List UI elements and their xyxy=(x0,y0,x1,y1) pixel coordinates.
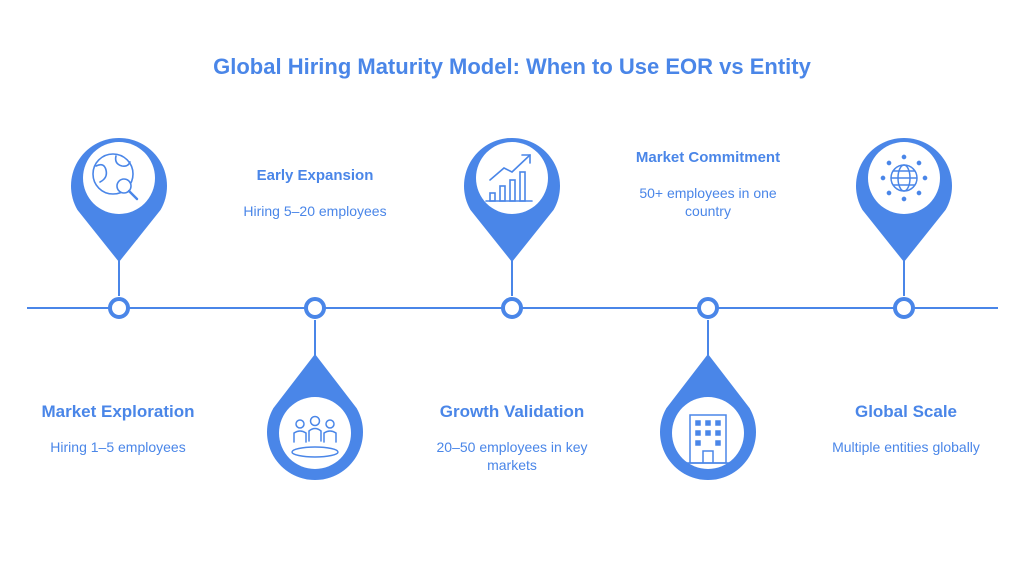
stage-4-name: Market Commitment xyxy=(635,149,781,166)
stage-3-node xyxy=(501,297,523,319)
stage-2-description: Hiring 5–20 employees xyxy=(243,203,387,219)
stage-4-node xyxy=(697,297,719,319)
page-title: Global Hiring Maturity Model: When to Us… xyxy=(213,54,811,79)
stage-3-label: Growth Validation 20–50 employees in key… xyxy=(412,402,612,474)
stage-3-pin xyxy=(463,137,560,296)
stage-3-description: 20–50 employees in key markets xyxy=(436,439,588,473)
stage-5-name: Global Scale xyxy=(854,402,958,421)
growth-chart-icon xyxy=(485,154,533,202)
stage-5-pin xyxy=(856,137,952,296)
stage-1-name: Market Exploration xyxy=(41,402,195,421)
stage-1-node xyxy=(108,297,130,319)
team-people-icon xyxy=(291,415,339,458)
stage-1-pin xyxy=(71,137,167,296)
stage-4-label: Market Commitment 50+ employees in one c… xyxy=(608,149,808,220)
stage-2-label: Early Expansion Hiring 5–20 employees xyxy=(215,167,415,220)
stage-2-node xyxy=(304,297,326,319)
office-building-icon xyxy=(686,414,730,464)
stage-1-description: Hiring 1–5 employees xyxy=(50,439,186,455)
stage-2-name: Early Expansion xyxy=(256,167,374,184)
stage-4-description: 50+ employees in one country xyxy=(639,185,777,219)
stage-5-node xyxy=(893,297,915,319)
stage-1-label: Market Exploration Hiring 1–5 employees xyxy=(18,402,218,456)
stage-3-name: Growth Validation xyxy=(439,402,585,421)
stage-5-label: Global Scale Multiple entities globally xyxy=(806,402,1006,456)
globe-network-icon xyxy=(880,154,928,202)
stage-2-pin xyxy=(267,320,363,481)
stage-5-description: Multiple entities globally xyxy=(832,439,980,455)
globe-search-icon xyxy=(92,153,139,201)
stage-4-pin xyxy=(660,320,756,481)
